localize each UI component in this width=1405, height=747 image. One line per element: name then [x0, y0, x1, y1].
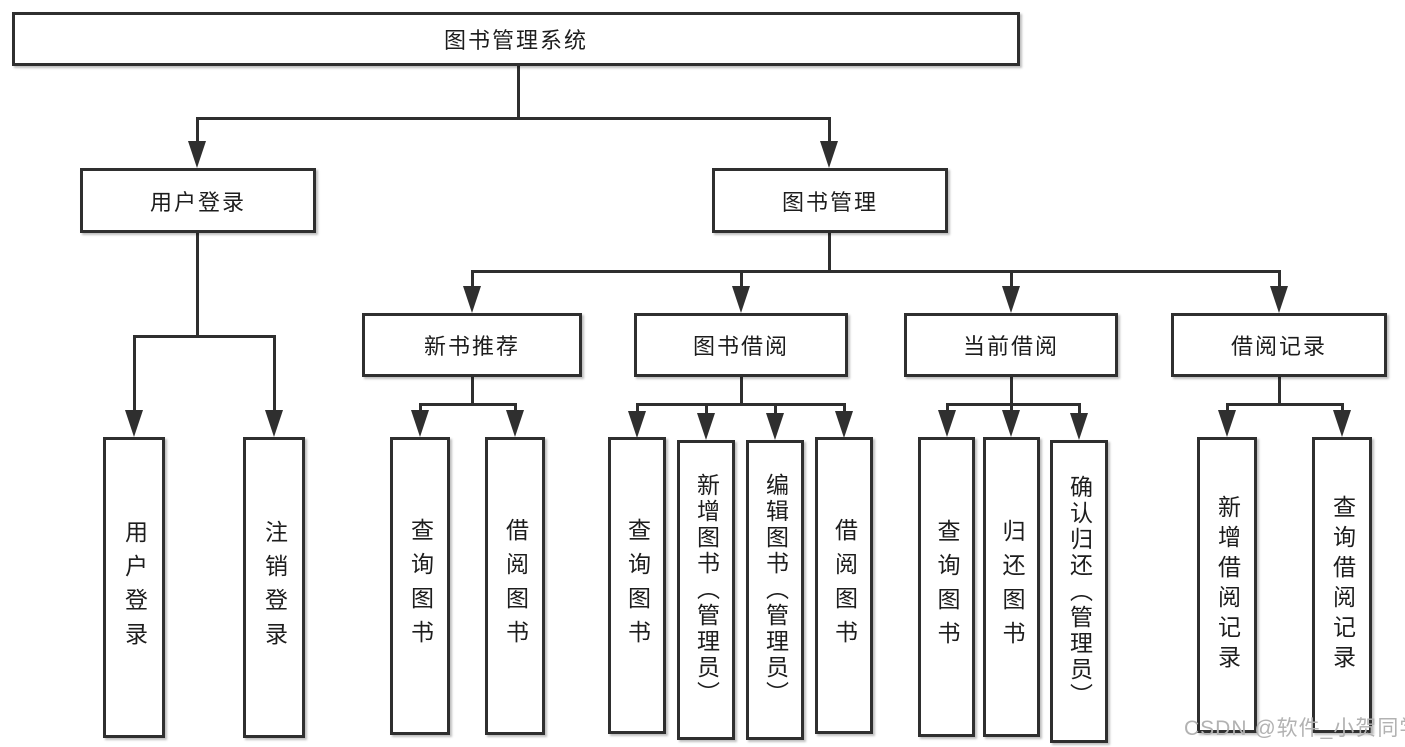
connector-level3-rail	[471, 270, 1281, 273]
connector-stem-e1	[1226, 403, 1229, 413]
connector-stem-c3	[774, 403, 777, 413]
leaf-return-books: 归还图书	[983, 437, 1040, 737]
leaf-confirm-return-admin-label: 确认归还（管理员）	[1066, 474, 1093, 709]
connector-stem-leaf-login	[133, 335, 136, 412]
node-book-management-label: 图书管理	[781, 189, 878, 215]
leaf-borrow-query-books-label: 查询图书	[624, 517, 651, 654]
connector-stem-c4	[843, 403, 846, 413]
node-book-borrowing-label: 图书借阅	[692, 334, 789, 359]
leaf-query-borrow-record-label: 查询借阅记录	[1329, 495, 1356, 675]
arrow-down-leaf-login-icon	[125, 410, 143, 437]
connector-root-trunk	[517, 66, 520, 119]
leaf-edit-books-admin: 编辑图书（管理员）	[746, 440, 804, 740]
node-new-book-recommendation-label: 新书推荐	[423, 334, 520, 359]
connector-stem-c1	[636, 403, 639, 413]
connector-level2-rail	[196, 117, 831, 120]
leaf-borrow-borrow-books: 借阅图书	[815, 437, 873, 734]
arrow-down-d1-icon	[938, 410, 956, 437]
node-user-login: 用户登录	[80, 168, 316, 233]
leaf-query-borrow-record: 查询借阅记录	[1312, 437, 1372, 733]
arrow-down-d2-icon	[1002, 410, 1020, 437]
leaf-newrec-query-books-label: 查询图书	[407, 518, 434, 654]
leaf-edit-books-admin-label: 编辑图书（管理员）	[762, 473, 789, 707]
leaf-add-borrow-record: 新增借阅记录	[1197, 437, 1257, 733]
leaf-logout: 注销登录	[243, 437, 305, 738]
leaf-borrow-borrow-books-label: 借阅图书	[831, 517, 858, 654]
node-book-management: 图书管理	[712, 168, 948, 233]
leaf-user-login-label: 用户登录	[121, 519, 148, 656]
arrow-down-e1-icon	[1218, 410, 1236, 437]
leaf-user-login: 用户登录	[103, 437, 165, 738]
connector-user-login-rail	[133, 335, 276, 338]
leaf-current-query-books-label: 查询图书	[934, 519, 960, 655]
arrow-down-b1-icon	[411, 410, 429, 437]
arrow-down-b2-icon	[506, 410, 524, 437]
connector-new-book-trunk	[471, 376, 474, 405]
node-book-borrowing: 图书借阅	[634, 313, 848, 377]
node-root-label: 图书管理系统	[443, 28, 588, 53]
leaf-add-books-admin: 新增图书（管理员）	[677, 440, 735, 740]
connector-stem-e2	[1341, 403, 1344, 413]
arrow-down-c2-icon	[697, 413, 715, 440]
node-current-borrowing: 当前借阅	[904, 313, 1118, 377]
arrow-down-new-book-icon	[463, 286, 481, 313]
connector-stem-d3	[1078, 403, 1081, 413]
arrow-down-c3-icon	[766, 413, 784, 440]
connector-new-book-rail	[419, 403, 517, 406]
connector-current-borrow-trunk	[1010, 376, 1013, 405]
connector-borrow-records-trunk	[1278, 376, 1281, 405]
leaf-borrow-query-books: 查询图书	[608, 437, 666, 734]
connector-stem-borrow-records	[1278, 270, 1281, 288]
arrow-down-e2-icon	[1333, 410, 1351, 437]
node-user-login-label: 用户登录	[149, 189, 246, 215]
connector-stem-d1	[946, 403, 949, 413]
leaf-add-books-admin-label: 新增图书（管理员）	[693, 473, 720, 707]
arrow-down-c1-icon	[628, 411, 646, 438]
arrow-down-book-management-icon	[820, 141, 838, 168]
arrow-down-d3-icon	[1070, 413, 1088, 440]
connector-stem-user-login	[196, 117, 199, 143]
arrow-down-book-borrow-icon	[732, 286, 750, 313]
connector-stem-current-borrow	[1010, 270, 1013, 288]
arrow-down-current-borrow-icon	[1002, 286, 1020, 313]
leaf-logout-label: 注销登录	[261, 519, 288, 656]
connector-current-borrow-rail	[946, 403, 1081, 406]
node-root: 图书管理系统	[12, 12, 1020, 66]
leaf-newrec-borrow-books: 借阅图书	[485, 437, 545, 735]
connector-stem-c2	[705, 403, 708, 413]
leaf-add-borrow-record-label: 新增借阅记录	[1214, 495, 1241, 675]
node-borrowing-records-label: 借阅记录	[1230, 334, 1327, 359]
connector-book-borrow-trunk	[740, 376, 743, 405]
node-borrowing-records: 借阅记录	[1171, 313, 1387, 377]
leaf-confirm-return-admin: 确认归还（管理员）	[1050, 440, 1108, 743]
node-current-borrowing-label: 当前借阅	[962, 334, 1059, 359]
leaf-newrec-query-books: 查询图书	[390, 437, 450, 735]
connector-stem-new-book	[471, 270, 474, 288]
connector-stem-book-borrow	[740, 270, 743, 288]
arrow-down-borrow-records-icon	[1270, 286, 1288, 313]
leaf-return-books-label: 归还图书	[999, 519, 1025, 655]
leaf-current-query-books: 查询图书	[918, 437, 975, 737]
leaf-newrec-borrow-books-label: 借阅图书	[502, 518, 529, 654]
arrow-down-c4-icon	[835, 411, 853, 438]
csdn-watermark: CSDN @软件_小贺同学	[1184, 717, 1405, 740]
node-new-book-recommendation: 新书推荐	[362, 313, 582, 377]
connector-stem-d2	[1010, 403, 1013, 413]
arrow-down-leaf-logout-icon	[265, 410, 283, 437]
connector-stem-leaf-logout	[273, 335, 276, 412]
arrow-down-user-login-icon	[188, 141, 206, 168]
connector-book-borrow-rail	[636, 403, 846, 406]
connector-user-login-trunk	[196, 232, 199, 336]
connector-stem-b1	[419, 403, 422, 413]
connector-stem-b2	[514, 403, 517, 413]
connector-book-management-trunk	[828, 233, 831, 272]
connector-borrow-records-rail	[1226, 403, 1344, 406]
connector-stem-book-management	[828, 117, 831, 143]
